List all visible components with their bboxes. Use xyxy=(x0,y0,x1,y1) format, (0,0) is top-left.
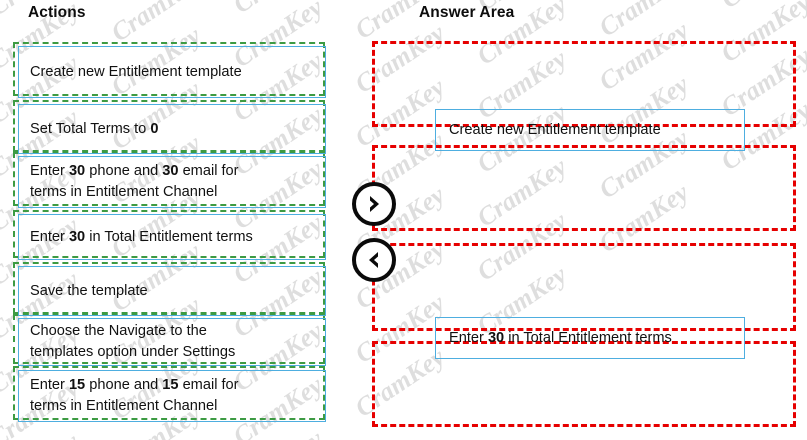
action-tile-label: Set Total Terms to 0 xyxy=(18,104,326,154)
answer-area-title: Answer Area xyxy=(419,4,515,21)
emphasised-value: 15 xyxy=(68,377,86,393)
text-fragment: in Total Entitlement terms xyxy=(504,329,672,346)
chevron-right-icon xyxy=(363,193,385,215)
action-tile-border xyxy=(18,156,326,208)
text-fragment: Enter xyxy=(30,228,69,245)
action-navigate-templates[interactable]: Choose the Navigate to the templates opti… xyxy=(13,314,326,366)
text-fragment: terms in Entitlement Channel xyxy=(30,184,218,200)
action-tile-border xyxy=(18,214,326,260)
text-fragment: Choose the Navigate to the xyxy=(30,323,207,339)
emphasised-value: 30 xyxy=(162,163,179,179)
emphasised-value: 15 xyxy=(162,377,179,393)
action-line: Choose the Navigate to the xyxy=(30,321,207,342)
emphasised-value: 30 xyxy=(68,163,86,179)
text-fragment: Enter xyxy=(449,329,488,346)
action-tile-label: Create new Entitlement template xyxy=(18,46,326,98)
action-tile-label: Choose the Navigate to the templates opti… xyxy=(18,318,326,366)
action-tile-label: Enter 30 in Total Entitlement terms xyxy=(18,214,326,260)
answer-tile-border xyxy=(435,109,745,151)
text-fragment: Create new Entitlement template xyxy=(449,121,661,138)
answer-line: Create new Entitlement template xyxy=(449,120,661,141)
action-tile-border xyxy=(18,46,326,98)
action-line: Set Total Terms to 0 xyxy=(30,119,158,140)
chevron-left-icon xyxy=(363,249,385,271)
text-fragment: in Total Entitlement terms xyxy=(85,228,253,245)
action-tile-border xyxy=(18,318,326,366)
answer-tile-label: Enter 30 in Total Entitlement terms xyxy=(435,317,745,359)
action-line: Save the template xyxy=(30,281,148,302)
action-tile-label: Save the template xyxy=(18,266,326,316)
action-line: Enter 30 in Total Entitlement terms xyxy=(30,227,253,248)
emphasised-value: 30 xyxy=(68,228,86,245)
text-fragment: Enter xyxy=(30,377,69,393)
action-line: Enter 30 phone and 30 email for xyxy=(30,161,239,182)
text-fragment: email for xyxy=(178,377,239,393)
answer-create-template[interactable]: Create new Entitlement template xyxy=(435,109,745,151)
text-fragment: phone and xyxy=(85,163,163,179)
text-fragment: terms in Entitlement Channel xyxy=(30,398,218,414)
answer-tile-label: Create new Entitlement template xyxy=(435,109,745,151)
answer-drop-zone-2[interactable]: Enter 30 in Total Entitlement terms xyxy=(372,145,796,359)
action-line: Enter 15 phone and 15 email for xyxy=(30,375,239,396)
action-tile-label: Enter 30 phone and 30 email for terms in … xyxy=(18,156,326,208)
actions-column-title: Actions xyxy=(28,4,86,21)
emphasised-value: 30 xyxy=(487,329,505,346)
answer-drop-zone-4[interactable]: Save the template xyxy=(372,341,796,427)
move-right-button[interactable] xyxy=(352,182,396,226)
action-line: templates option under Settings xyxy=(30,342,235,363)
answer-drop-zone-1[interactable]: Create new Entitlement template xyxy=(372,41,796,151)
text-fragment: Save the template xyxy=(30,282,148,299)
action-line: terms in Entitlement Channel xyxy=(30,396,217,417)
action-line: Create new Entitlement template xyxy=(30,62,242,83)
text-fragment: phone and xyxy=(85,377,163,393)
emphasised-value: 0 xyxy=(150,120,159,137)
answer-line: Enter 30 in Total Entitlement terms xyxy=(449,328,672,349)
text-fragment: Set Total Terms to xyxy=(30,120,151,137)
text-fragment: templates option under Settings xyxy=(30,344,236,360)
answer-tile-border xyxy=(435,317,745,359)
text-fragment: Create new Entitlement template xyxy=(30,63,242,80)
action-tile-border xyxy=(18,370,326,422)
text-fragment: email for xyxy=(178,163,239,179)
answer-enter-30-total-terms[interactable]: Enter 30 in Total Entitlement terms xyxy=(435,317,745,359)
move-left-button[interactable] xyxy=(352,238,396,282)
action-tile-label: Enter 15 phone and 15 email for terms in … xyxy=(18,370,326,422)
action-line: terms in Entitlement Channel xyxy=(30,182,217,203)
text-fragment: Enter xyxy=(30,163,69,179)
